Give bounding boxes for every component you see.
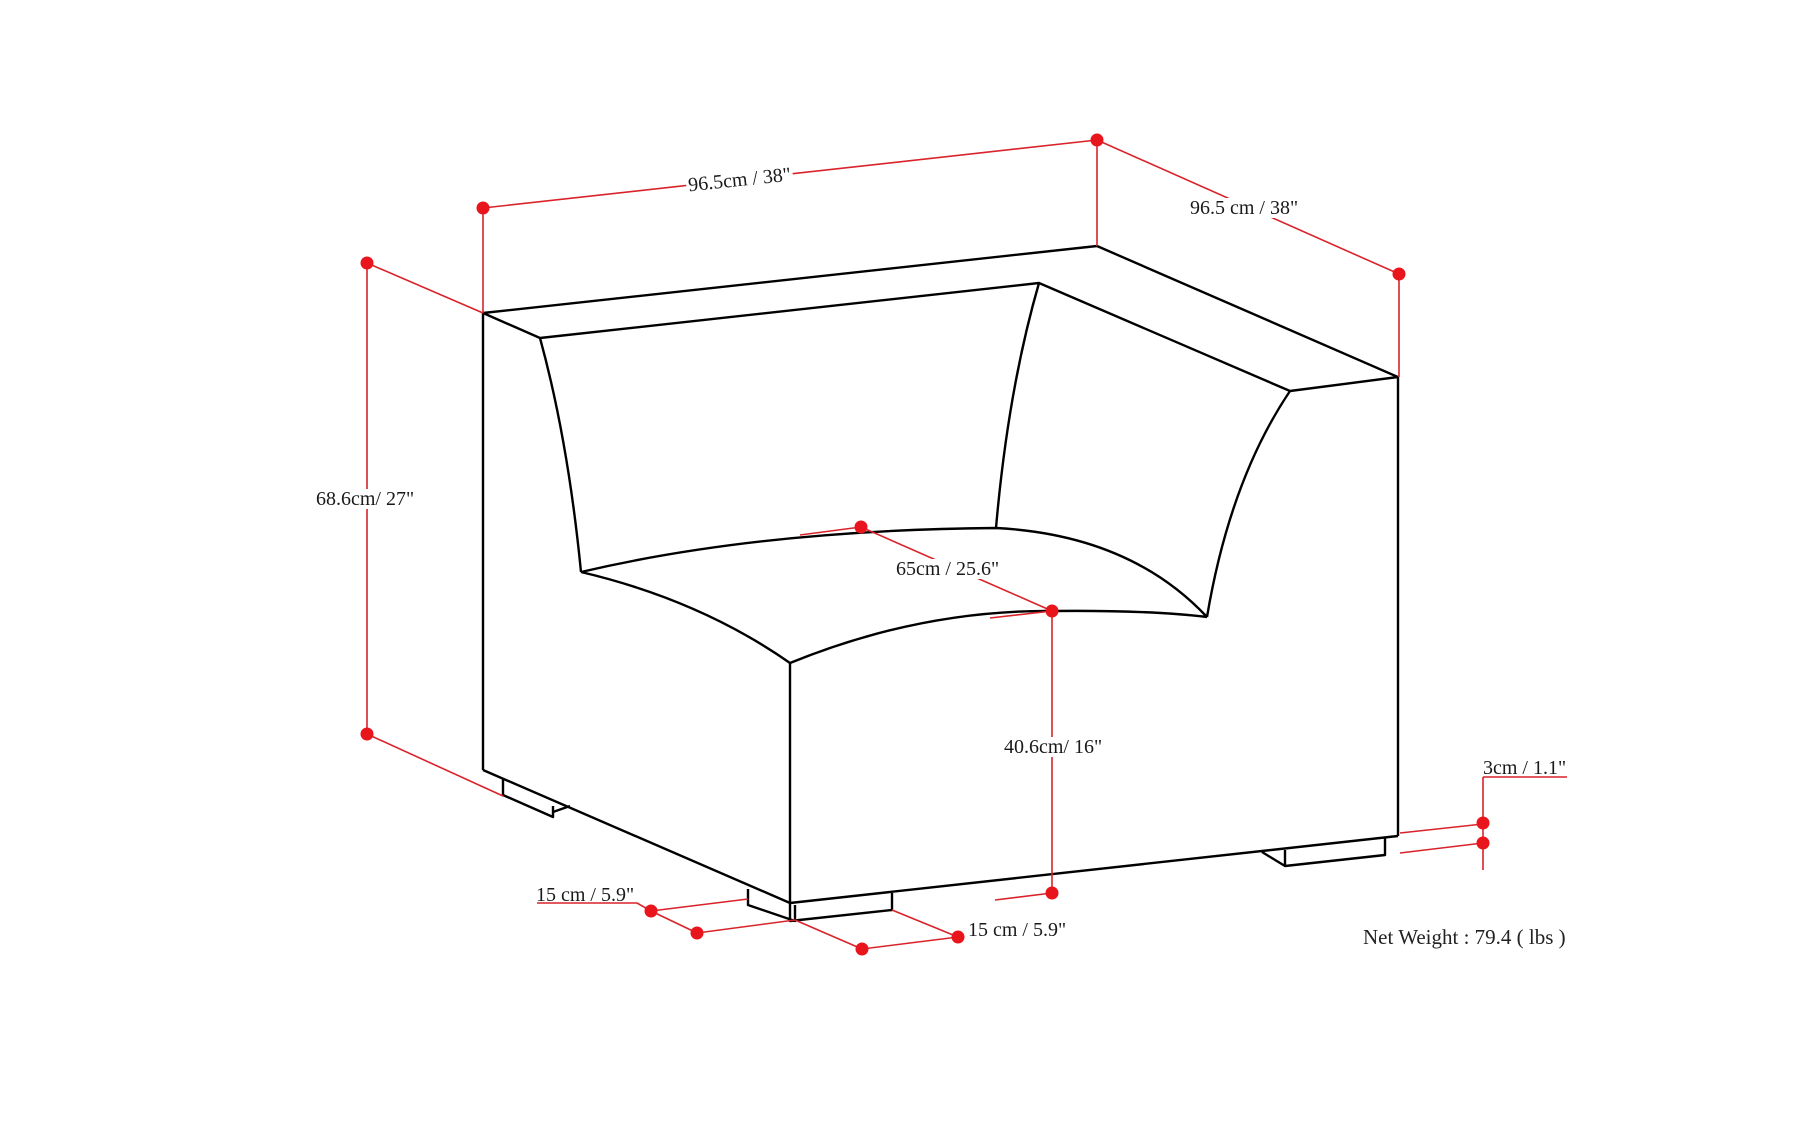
overall-height-label: 68.6cm/ 27" <box>314 488 417 510</box>
leg-width-left-label: 15 cm / 5.9" <box>536 884 635 906</box>
net-weight-label: Net Weight : 79.4 ( lbs ) <box>1363 925 1566 949</box>
seat-height-label: 40.6cm/ 16" <box>1002 736 1105 758</box>
leg-width-right-label: 15 cm / 5.9" <box>966 919 1069 941</box>
sofa-outline <box>481 244 1400 923</box>
dimension-dots <box>360 133 1490 956</box>
seat-depth-label: 65cm / 25.6" <box>894 558 1002 580</box>
leg-height-label: 3cm / 1.1" <box>1483 757 1567 779</box>
overall-depth-label: 96.5 cm / 38" <box>1188 197 1301 219</box>
